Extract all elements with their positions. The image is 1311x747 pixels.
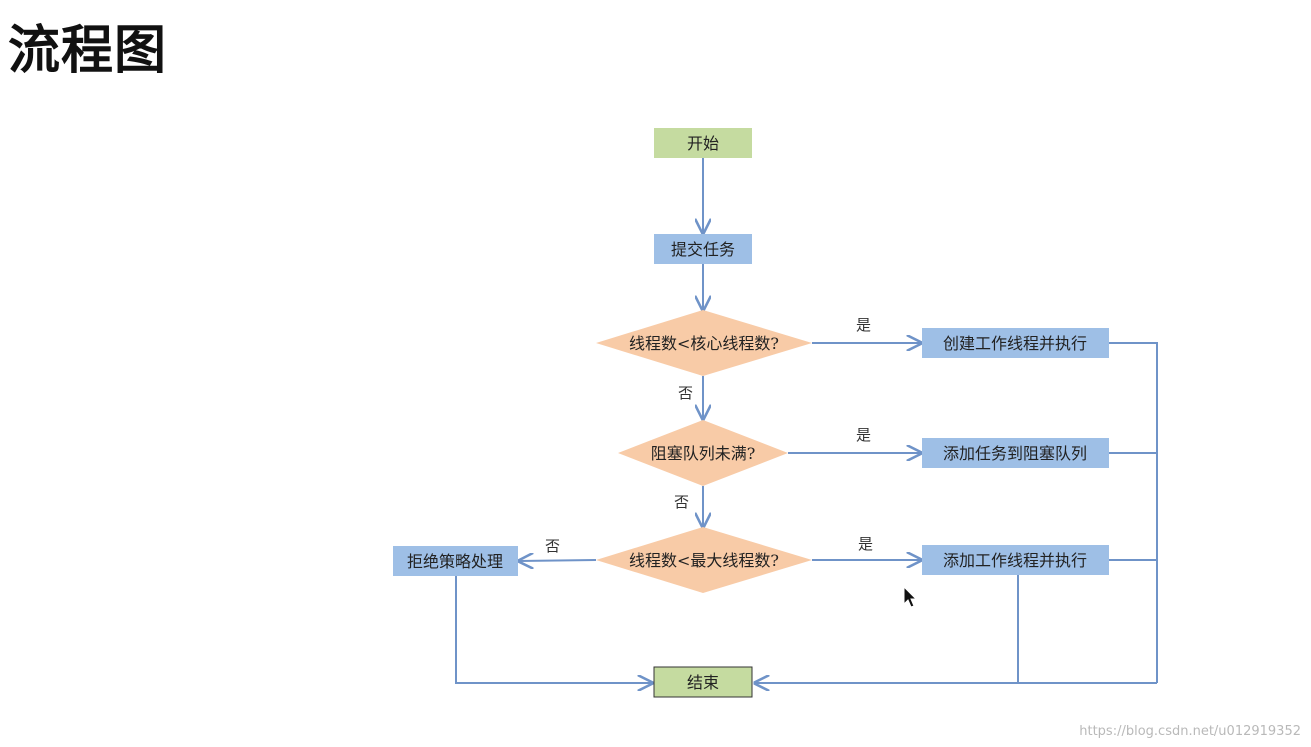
node-create-worker-label: 创建工作线程并执行 <box>943 334 1087 353</box>
decision-max-threads: 线程数<最大线程数? <box>596 527 812 593</box>
node-add-to-queue: 添加任务到阻塞队列 <box>922 438 1109 468</box>
edge-right-bus <box>1109 342 1158 683</box>
edge-label-queue-no: 否 <box>674 493 689 511</box>
node-create-worker: 创建工作线程并执行 <box>922 328 1109 358</box>
node-add-worker-label: 添加工作线程并执行 <box>943 551 1087 570</box>
node-submit-task: 提交任务 <box>654 234 752 264</box>
edge-label-queue-yes: 是 <box>856 426 871 444</box>
edge-max-to-reject <box>519 560 597 561</box>
node-start: 开始 <box>654 128 752 158</box>
edge-label-core-yes: 是 <box>856 316 871 334</box>
edges <box>455 158 1158 683</box>
decision-core-threads-label: 线程数<核心线程数? <box>629 334 779 353</box>
node-add-to-queue-label: 添加任务到阻塞队列 <box>943 444 1087 463</box>
node-reject-policy: 拒绝策略处理 <box>393 546 518 576</box>
edge-reject-to-end <box>455 575 652 683</box>
node-submit-task-label: 提交任务 <box>671 240 735 259</box>
decision-core-threads: 线程数<核心线程数? <box>596 310 812 376</box>
node-end-label: 结束 <box>687 673 719 692</box>
decision-queue-not-full: 阻塞队列未满? <box>618 420 788 486</box>
decision-max-threads-label: 线程数<最大线程数? <box>629 551 779 570</box>
node-start-label: 开始 <box>687 134 719 153</box>
watermark: https://blog.csdn.net/u012919352 <box>1079 724 1301 739</box>
node-end: 结束 <box>653 666 753 698</box>
node-reject-policy-label: 拒绝策略处理 <box>407 552 503 571</box>
edge-label-max-no: 否 <box>545 537 560 555</box>
edge-label-max-yes: 是 <box>858 535 873 553</box>
mouse-cursor-icon <box>903 586 918 608</box>
edge-label-core-no: 否 <box>678 384 693 402</box>
decision-queue-not-full-label: 阻塞队列未满? <box>651 444 756 463</box>
page-title: 流程图 <box>8 21 168 81</box>
node-add-worker: 添加工作线程并执行 <box>922 545 1109 575</box>
